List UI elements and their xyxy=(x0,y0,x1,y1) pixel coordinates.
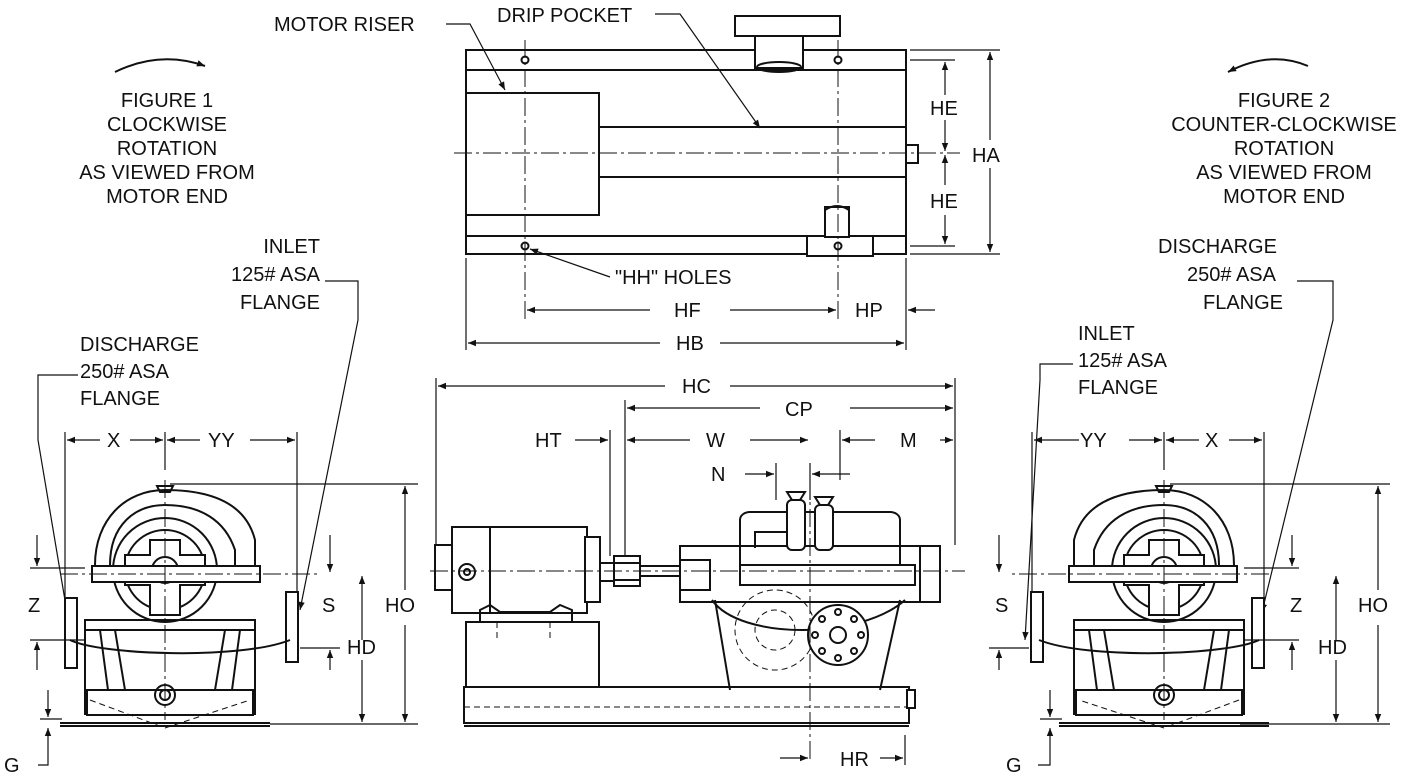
label-discharge-left-1: DISCHARGE xyxy=(80,334,199,356)
dim-hd-left: HD xyxy=(347,637,376,659)
figure2-line5: MOTOR END xyxy=(1223,186,1345,208)
dim-ho-left: HO xyxy=(385,595,415,617)
label-discharge-right-2: 250# ASA xyxy=(1187,264,1277,286)
dim-g-right: G xyxy=(1006,755,1022,777)
dim-yy-right: YY xyxy=(1080,430,1107,452)
figure2-line2: COUNTER-CLOCKWISE xyxy=(1171,114,1397,136)
dim-he-bottom: HE xyxy=(930,191,958,213)
dim-z-left: Z xyxy=(28,595,40,617)
motor-riser-box xyxy=(465,92,600,216)
drip-pocket xyxy=(598,126,907,178)
label-inlet-right-3: FLANGE xyxy=(1078,377,1158,399)
label-discharge-left-2: 250# ASA xyxy=(80,361,170,383)
figure2-line4: AS VIEWED FROM xyxy=(1196,162,1372,184)
dim-yy-left: YY xyxy=(208,430,235,452)
dim-he-top: HE xyxy=(930,98,958,120)
dim-n: N xyxy=(711,464,725,486)
figure1-line4: AS VIEWED FROM xyxy=(79,162,255,184)
flange-holes xyxy=(811,608,865,662)
figure1-line2: CLOCKWISE xyxy=(107,114,227,136)
dim-x-left: X xyxy=(107,430,120,452)
end-view-right xyxy=(989,432,1299,729)
label-hh-holes: "HH" HOLES xyxy=(615,267,731,289)
label-inlet-right-1: INLET xyxy=(1078,323,1135,345)
dim-s-right: S xyxy=(995,595,1008,617)
figure1-line1: FIGURE 1 xyxy=(121,90,213,112)
end-view-left xyxy=(30,432,418,766)
dim-g-left: G xyxy=(4,755,20,777)
dim-z-right: Z xyxy=(1290,595,1302,617)
label-drip-pocket: DRIP POCKET xyxy=(497,5,632,27)
label-inlet-right-2: 125# ASA xyxy=(1078,350,1168,372)
dim-hr: HR xyxy=(840,749,869,771)
dim-m: M xyxy=(900,430,917,452)
label-motor-riser: MOTOR RISER xyxy=(274,14,415,36)
dim-ho-right: HO xyxy=(1358,595,1388,617)
dim-hd-right: HD xyxy=(1318,637,1347,659)
dim-ha: HA xyxy=(972,145,1000,167)
figure2-line1: FIGURE 2 xyxy=(1238,90,1330,112)
dim-hp: HP xyxy=(855,300,883,322)
label-inlet-left-3: FLANGE xyxy=(240,292,320,314)
dim-cp: CP xyxy=(785,399,813,421)
figure2-line3: ROTATION xyxy=(1234,138,1334,160)
figure1-line3: ROTATION xyxy=(117,138,217,160)
plan-dimensions xyxy=(446,13,1000,350)
plan-view xyxy=(454,15,960,320)
figure1-line5: MOTOR END xyxy=(106,186,228,208)
label-discharge-right-3: FLANGE xyxy=(1203,292,1283,314)
dim-ht: HT xyxy=(535,430,562,452)
figure-2-caption: FIGURE 2 COUNTER-CLOCKWISE ROTATION AS V… xyxy=(1171,58,1397,208)
dim-hf: HF xyxy=(674,300,701,322)
dim-s-left: S xyxy=(322,595,335,617)
label-discharge-right-1: DISCHARGE xyxy=(1158,236,1277,258)
dim-w: W xyxy=(706,430,725,452)
side-view xyxy=(430,480,965,760)
label-inlet-left-1: INLET xyxy=(263,236,320,258)
figure-1-caption: FIGURE 1 CLOCKWISE ROTATION AS VIEWED FR… xyxy=(79,58,255,208)
side-dimensions xyxy=(435,378,956,765)
label-discharge-left-3: FLANGE xyxy=(80,388,160,410)
right-height-dims xyxy=(1038,483,1390,766)
label-inlet-left-2: 125# ASA xyxy=(231,264,321,286)
dim-hb: HB xyxy=(676,333,704,355)
dim-hc: HC xyxy=(682,376,711,398)
dim-x-right: X xyxy=(1205,430,1218,452)
